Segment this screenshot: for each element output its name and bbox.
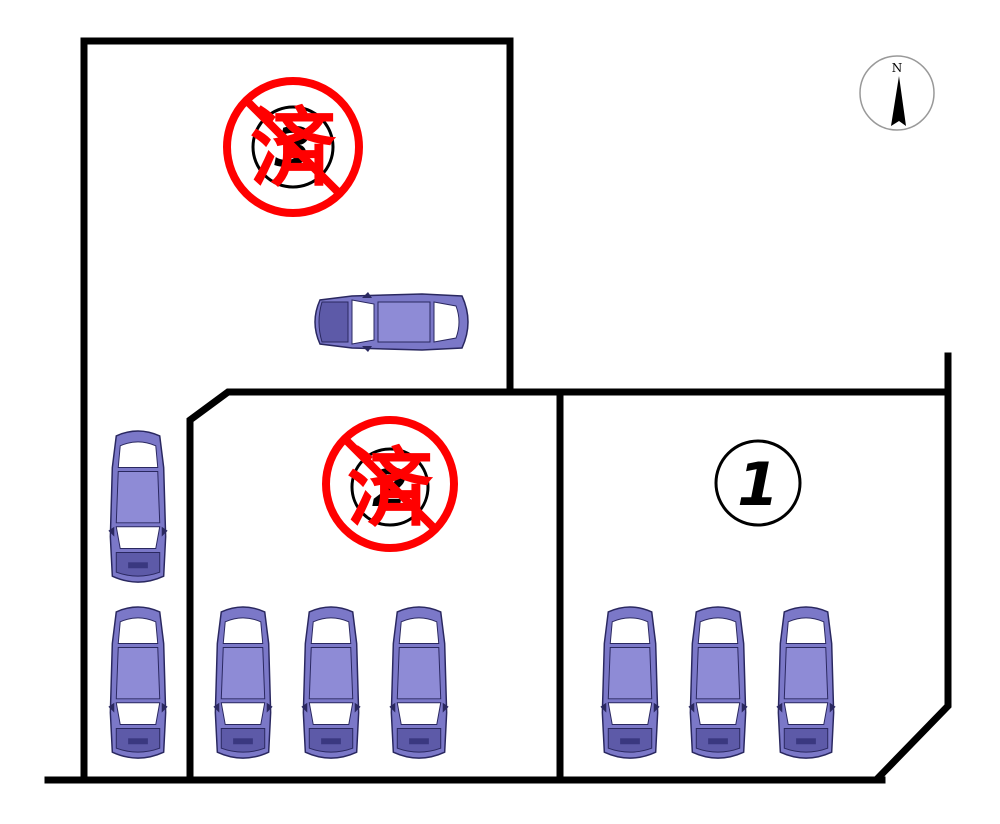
lot-1-number: 1 (737, 450, 779, 520)
lot-3-boundary (80, 37, 514, 782)
lot-3-marker: 3 済 (223, 77, 363, 217)
car-icon (300, 606, 362, 759)
car-icon (314, 291, 469, 353)
car-icon (599, 606, 661, 759)
north-label: N (892, 61, 903, 75)
car-icon (687, 606, 749, 759)
lot-2-sold-stamp (322, 416, 458, 552)
car-icon (107, 606, 169, 759)
lots-1-2-boundary (186, 388, 952, 782)
car-icon (107, 430, 169, 583)
car-icon (212, 606, 274, 759)
lot-2-parking (212, 606, 450, 759)
lot-boundaries (44, 37, 952, 784)
lot-2-marker: 2 済 (322, 416, 458, 552)
car-icon (388, 606, 450, 759)
lot-1-marker: 1 (714, 439, 802, 527)
north-compass: N (859, 55, 935, 131)
lot-1-east-boundary (873, 352, 952, 783)
lot-1-parking (599, 606, 837, 759)
car-icon (775, 606, 837, 759)
lot-3-sold-stamp (223, 77, 363, 217)
north-arrow-icon (891, 76, 906, 126)
